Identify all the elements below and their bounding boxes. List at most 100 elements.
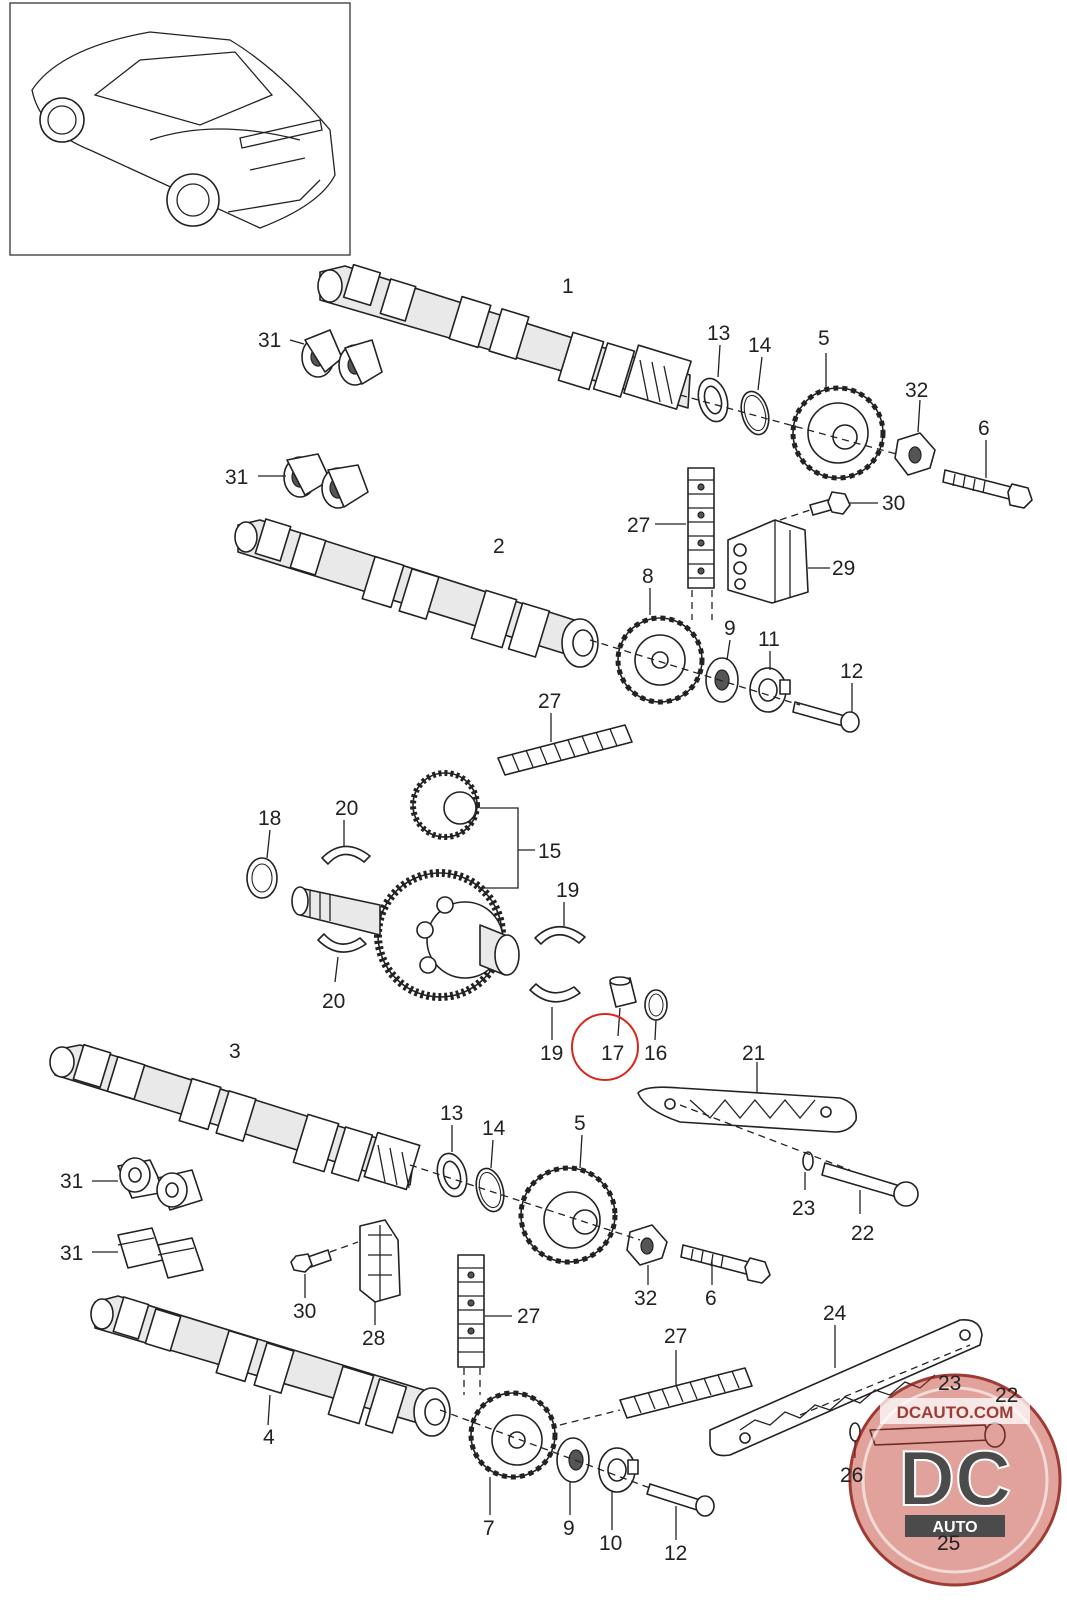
callout-28: 28 — [362, 1327, 385, 1350]
callout-23-bottom: 23 — [938, 1372, 961, 1395]
callout-22-mid: 22 — [851, 1222, 874, 1245]
timing-chain-27-horizontal-mid — [497, 713, 633, 776]
callout-4: 4 — [263, 1426, 275, 1449]
washer-9-top — [705, 639, 739, 703]
callout-13-bottom: 13 — [440, 1102, 463, 1125]
chain-tensioner-28 — [359, 1219, 401, 1325]
callout-15: 15 — [538, 840, 561, 863]
ring-18 — [246, 829, 278, 899]
bearing-bush-pair-2 — [258, 453, 369, 509]
bearing-shell-19-top — [534, 902, 586, 945]
watermark-mark-text: DC — [899, 1434, 1012, 1522]
bushing-17 — [609, 976, 637, 1037]
callout-20-bottom: 20 — [322, 990, 345, 1013]
callout-32-bottom: 32 — [634, 1287, 657, 1310]
bolt-30-bottom — [290, 1241, 359, 1298]
callout-6-bottom: 6 — [705, 1287, 717, 1310]
sprocket-7 — [468, 1390, 558, 1515]
camshaft-1 — [317, 263, 692, 410]
callout-9-top: 9 — [724, 617, 736, 640]
callout-5-bottom: 5 — [574, 1112, 586, 1135]
bolt-12-top — [792, 683, 860, 733]
pin-22-mid — [821, 1162, 919, 1214]
axis-line-3 — [409, 1164, 641, 1241]
callout-31-d: 31 — [60, 1242, 83, 1265]
callout-29: 29 — [832, 557, 855, 580]
chain-tensioner-29 — [727, 519, 830, 604]
callout-6-top: 6 — [978, 417, 990, 440]
callout-27-c: 27 — [517, 1305, 540, 1328]
gear-group-bracket-15 — [478, 807, 535, 889]
bearing-bush-pair-1 — [289, 329, 383, 386]
axis-line-4 — [439, 1409, 651, 1489]
callout-31-a: 31 — [258, 329, 281, 352]
callout-24: 24 — [823, 1302, 847, 1325]
ring-16 — [644, 989, 668, 1041]
intermediate-gear-small — [410, 770, 480, 840]
callout-18: 18 — [258, 807, 281, 830]
callout-21: 21 — [742, 1042, 765, 1065]
callout-12-bottom: 12 — [664, 1542, 687, 1565]
camshaft-1-adjuster — [623, 344, 692, 410]
callout-8: 8 — [642, 565, 654, 588]
camshaft-1-lobes — [342, 263, 636, 398]
callout-32-top: 32 — [905, 379, 928, 402]
washer-23-mid — [802, 1151, 814, 1190]
washer-9-bottom — [556, 1437, 590, 1515]
nut-32-bottom — [626, 1224, 668, 1285]
callout-10: 10 — [599, 1532, 622, 1555]
timing-chain-27-horizontal-bottom — [559, 1350, 753, 1426]
callout-23-mid: 23 — [792, 1197, 815, 1220]
adjuster-10 — [598, 1447, 639, 1530]
bearing-bush-pair-3 — [92, 1157, 203, 1211]
bolt-30-top — [779, 491, 878, 521]
watermark-sub-text: AUTO — [932, 1519, 977, 1536]
bearing-shell-20-top — [321, 820, 371, 865]
sprocket-8 — [615, 588, 705, 705]
callout-3: 3 — [229, 1040, 241, 1063]
guide-rail-21 — [637, 1062, 857, 1133]
highlight-circle-17 — [571, 1013, 639, 1081]
callout-14-top: 14 — [748, 334, 772, 357]
watermark-site-text: DCAUTO.COM — [897, 1403, 1014, 1422]
callout-19-top: 19 — [556, 879, 579, 902]
callout-7: 7 — [483, 1517, 495, 1540]
callout-9-bottom: 9 — [563, 1517, 575, 1540]
axis-line-rail — [679, 1104, 851, 1171]
callout-27-a: 27 — [627, 514, 650, 537]
callout-17: 17 — [601, 1042, 624, 1065]
sprocket-5-bottom — [518, 1134, 618, 1265]
intermediate-gear-large — [291, 869, 520, 1001]
callout-22-bottom: 22 — [995, 1384, 1018, 1407]
callout-2: 2 — [493, 535, 505, 558]
nut-32-top — [894, 399, 936, 476]
bearing-shell-20-bottom — [317, 933, 367, 983]
callout-19-bottom: 19 — [540, 1042, 563, 1065]
guide-rail-24 — [709, 1318, 983, 1457]
callout-12-top: 12 — [840, 660, 863, 683]
o-ring-14-top — [740, 356, 770, 436]
camshaft-3 — [49, 1043, 421, 1191]
callout-30-top: 30 — [882, 492, 905, 515]
bearing-shell-19-bottom — [529, 983, 581, 1040]
axis-line-2 — [589, 639, 801, 706]
axis-line-top — [679, 394, 901, 456]
callout-26: 26 — [840, 1464, 863, 1487]
callout-1: 1 — [562, 275, 574, 298]
timing-chain-27-vertical-bottom — [457, 1254, 512, 1395]
callout-27-d: 27 — [664, 1325, 687, 1348]
callout-20-top: 20 — [335, 797, 358, 820]
callout-25: 25 — [937, 1532, 960, 1555]
seal-13-top — [697, 344, 729, 423]
callout-31-b: 31 — [225, 466, 248, 489]
callout-11: 11 — [758, 628, 780, 651]
callout-14-bottom: 14 — [482, 1117, 506, 1140]
callout-31-c: 31 — [60, 1170, 83, 1193]
dcauto-watermark-logo: DCAUTO.COM DC AUTO — [848, 1373, 1062, 1587]
seal-13-bottom — [436, 1125, 468, 1198]
camshaft-2 — [234, 518, 599, 668]
o-ring-14-bottom — [475, 1139, 505, 1213]
sprocket-5-top — [790, 353, 886, 481]
callout-5-top: 5 — [818, 327, 830, 350]
